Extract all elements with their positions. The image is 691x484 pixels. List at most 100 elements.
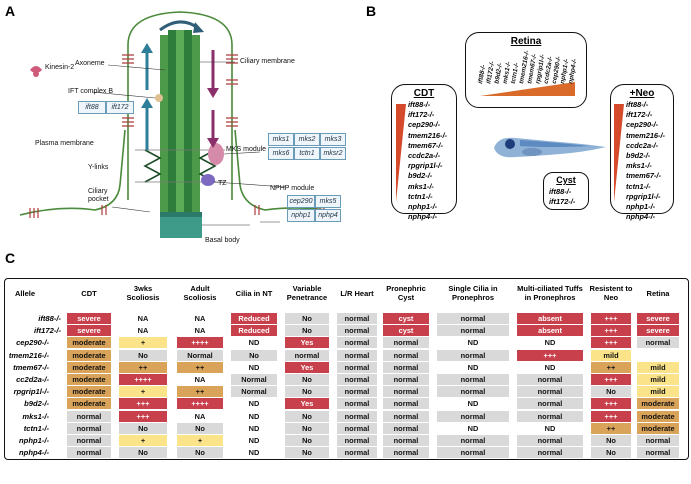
neo-gene-item: ccdc2a-/- xyxy=(626,140,659,150)
column-header: Allele xyxy=(15,288,36,298)
table-cell: +++ xyxy=(591,398,631,410)
column-header: Cilia in NT xyxy=(235,288,273,298)
neo-gene-item: cep290-/- xyxy=(626,120,659,130)
table-cell: normal xyxy=(285,349,329,361)
table-cell: normal xyxy=(383,337,429,349)
cdt-gene-item: nphp4-/- xyxy=(408,212,438,222)
cdt-gene-item: mks1-/- xyxy=(408,181,434,191)
table-cell: No xyxy=(591,435,631,446)
retina-gene-item: ift88-/- xyxy=(477,64,487,84)
gene-box-nphp4: nphp4 xyxy=(315,209,341,222)
cdt-gene-item: ift172-/- xyxy=(408,110,435,120)
table-cell: ++++ xyxy=(177,398,223,410)
neo-gene-item: nphp1-/- xyxy=(626,202,656,212)
table-cell: +++ xyxy=(591,313,631,324)
table-cell: mild xyxy=(637,374,679,385)
retina-gene-item: tctn1-/- xyxy=(510,62,521,84)
table-cell: moderate xyxy=(67,337,111,349)
cdt-gene-item: tmem216-/- xyxy=(408,130,448,140)
cdt-title: CDT xyxy=(413,88,435,99)
neo-gene-list: ift88-/-ift172-/-cep290-/-tmem216-/-ccdc… xyxy=(626,100,665,222)
column-header: Pronephric Cyst xyxy=(386,284,426,302)
retina-gene-item: b9d2-/- xyxy=(493,62,504,84)
table-row-allele: tctn1-/- xyxy=(23,423,49,433)
table-row-allele: cc2d2a-/- xyxy=(16,375,49,384)
table-cell: NA xyxy=(194,314,206,323)
retina-gene-item: cep290-/- xyxy=(551,56,563,85)
table-cell: NA xyxy=(194,411,206,421)
nphp-module-label: NPHP module xyxy=(270,185,315,192)
table-cell: ++ xyxy=(177,386,223,398)
table-cell: normal xyxy=(437,386,509,398)
table-cell: Normal xyxy=(231,374,277,385)
mks-module-label: MKS module xyxy=(226,146,267,153)
table-cell: normal xyxy=(337,435,377,446)
neo-gene-item: b9d2-/- xyxy=(626,151,651,161)
table-cell: No xyxy=(285,386,329,398)
cilium-diagram xyxy=(19,11,341,238)
table-cell: absent xyxy=(517,325,583,337)
table-cell: mild xyxy=(591,349,631,361)
table-cell: No xyxy=(285,325,329,337)
table-cell: normal xyxy=(637,337,679,349)
retina-gradient xyxy=(480,82,575,96)
table-row-allele: ift88-/- xyxy=(38,314,61,323)
cdt-gene-item: b9d2-/- xyxy=(408,171,433,181)
table-cell: +++ xyxy=(119,398,167,410)
neo-title: +Neo xyxy=(629,88,655,99)
table-cell: mild xyxy=(637,361,679,373)
table-cell: normal xyxy=(383,398,429,410)
table-cell: normal xyxy=(437,325,509,337)
table-cell: ++++ xyxy=(119,374,167,385)
table-cell: No xyxy=(119,349,167,361)
neo-gradient xyxy=(614,104,624,202)
table-cell: normal xyxy=(67,435,111,446)
table-cell: normal xyxy=(437,410,509,422)
table-cell: normal xyxy=(337,349,377,361)
gene-box-mks2: mks2 xyxy=(294,133,320,146)
table-cell: normal xyxy=(337,337,377,349)
table-cell: normal xyxy=(337,398,377,410)
table-cell: normal xyxy=(337,386,377,398)
panel-label-a: A xyxy=(5,3,16,19)
cdt-gene-item: cep290-/- xyxy=(408,120,441,130)
cdt-gene-item: nphp1-/- xyxy=(408,202,438,212)
column-header: CDT xyxy=(81,288,97,298)
table-cell: ND xyxy=(248,362,260,372)
gene-box-mks6: mks6 xyxy=(268,147,294,160)
table-cell: normal xyxy=(383,374,429,385)
table-cell: normal xyxy=(337,410,377,422)
table-cell: Normal xyxy=(231,386,277,398)
cyst-gene-list: ift88-/-ift172-/- xyxy=(549,187,575,207)
neo-gene-item: rpgrip1l-/- xyxy=(626,191,661,201)
axoneme-label: Axoneme xyxy=(75,60,105,67)
gene-box-nphp1: nphp1 xyxy=(287,209,315,222)
neo-gene-item: tctn1-/- xyxy=(626,181,651,191)
table-cell: severe xyxy=(67,313,111,324)
table-cell: No xyxy=(285,410,329,422)
column-header: L/R Heart xyxy=(340,288,374,298)
cdt-gene-item: ift88-/- xyxy=(408,100,431,109)
table-cell: No xyxy=(231,349,277,361)
table-cell: +++ xyxy=(119,410,167,422)
gene-box-mks1: mks1 xyxy=(268,133,294,146)
column-header: 3wks Scoliosis xyxy=(126,284,160,302)
table-cell: +++ xyxy=(591,337,631,349)
table-row-allele: tmem216-/- xyxy=(8,350,49,360)
cdt-gene-item: tmem67-/- xyxy=(408,140,443,150)
table-cell: normal xyxy=(67,447,111,459)
column-header: Multi-ciliated Tuffs in Pronephros xyxy=(517,284,583,302)
cdt-gene-item: ccdc2a-/- xyxy=(408,151,441,161)
gene-box-tctn1: tctn1 xyxy=(294,147,320,160)
retina-gene-item: ift172-/- xyxy=(485,61,496,85)
cdt-gradient xyxy=(396,104,406,202)
table-cell: No xyxy=(591,386,631,398)
cdt-gene-item: rpgrip1l-/- xyxy=(408,161,443,171)
table-cell: ND xyxy=(467,362,479,372)
gene-box-mks5: mks5 xyxy=(315,195,341,208)
table-cell: ++++ xyxy=(177,337,223,349)
table-cell: ++ xyxy=(591,361,631,373)
table-row-allele: nphp1-/- xyxy=(19,436,49,445)
cdt-gene-list: ift88-/-ift172-/-cep290-/-tmem216-/-tmem… xyxy=(408,100,447,222)
